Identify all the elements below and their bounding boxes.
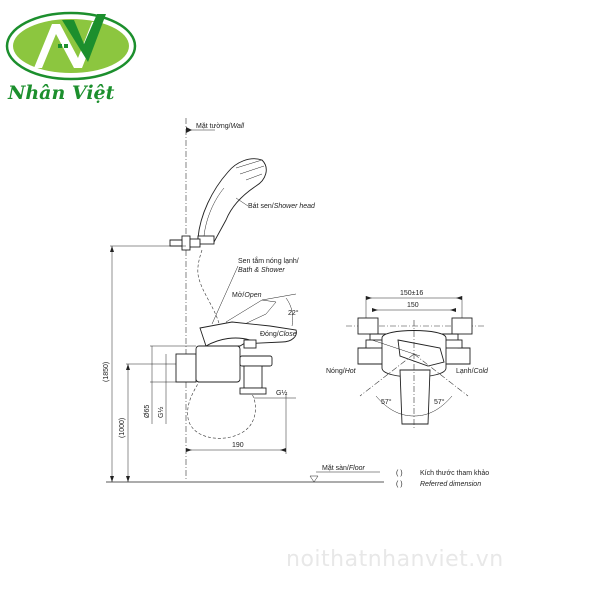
hot-label: Nóng/Hot (326, 368, 357, 375)
inner-dim: 150 (407, 302, 419, 309)
arrow-icon (126, 364, 130, 370)
logo-window-icon (58, 44, 62, 48)
logo-v-shape (62, 14, 106, 62)
shower-head-leader (235, 197, 249, 207)
cold-angle-line (413, 353, 469, 397)
outer-dim: 150±16 (400, 290, 423, 297)
arrow-icon (126, 476, 130, 482)
mixer-height-dim: (1000) (119, 418, 126, 438)
arrow-icon (186, 448, 192, 452)
legend-text-2: Referred dimension (420, 481, 481, 488)
hot-angle-line (359, 353, 415, 397)
total-height-dim: (1850) (103, 362, 110, 382)
arrow-icon (186, 127, 192, 133)
mixer-front (357, 317, 473, 425)
legend-text-1: Kích thước tham khảo (420, 470, 489, 477)
mixer-label-vi: Sen tắm nóng lạnh/ (238, 256, 299, 265)
diameter-dim: Ø65 (144, 405, 151, 418)
hot-angle: 57° (381, 398, 392, 406)
mixer-body (175, 321, 297, 395)
projection-dim: 190 (232, 442, 244, 449)
website-watermark[interactable]: noithatnhanviet.vn (286, 547, 504, 572)
arrow-icon (450, 308, 456, 312)
brand-logo[interactable]: Nhân Việt (5, 11, 137, 104)
mixer-leader (211, 265, 239, 325)
legend-paren-1: ( ) (396, 470, 403, 477)
cold-angle: 57° (434, 398, 445, 406)
close-label: Đóng/Close (260, 331, 297, 338)
spout-thread-dim: G½ (276, 389, 287, 397)
angle-leader (261, 293, 297, 301)
wall-label: Mặt tường/Wall (196, 123, 245, 130)
arrow-icon (110, 246, 114, 252)
angle-arc (285, 297, 293, 327)
shower-head (197, 158, 267, 245)
brand-name: Nhân Việt (7, 82, 115, 104)
arrow-icon (366, 296, 372, 300)
shower-hose (187, 249, 256, 439)
shower-head-label: Bát sen/Shower head (248, 203, 316, 210)
mixer-label-en: Bath & Shower (238, 267, 285, 274)
logo-window-icon (64, 44, 68, 48)
arrow-icon (280, 448, 286, 452)
arrow-icon (456, 296, 462, 300)
floor-marker-icon (309, 475, 319, 483)
angle-label: 22° (288, 309, 299, 317)
floor-label: Mặt sàn/Floor (322, 465, 365, 472)
hot-angle-arc (375, 395, 415, 417)
legend-paren-2: ( ) (396, 481, 403, 488)
arrow-icon (372, 308, 378, 312)
thread-vertical-dim: G½ (157, 407, 165, 418)
cold-angle-arc (413, 395, 453, 417)
open-label: Mở/Open (232, 291, 262, 299)
cold-label: Lạnh/Cold (456, 368, 489, 375)
wall-bracket (169, 235, 201, 251)
arrow-icon (110, 476, 114, 482)
